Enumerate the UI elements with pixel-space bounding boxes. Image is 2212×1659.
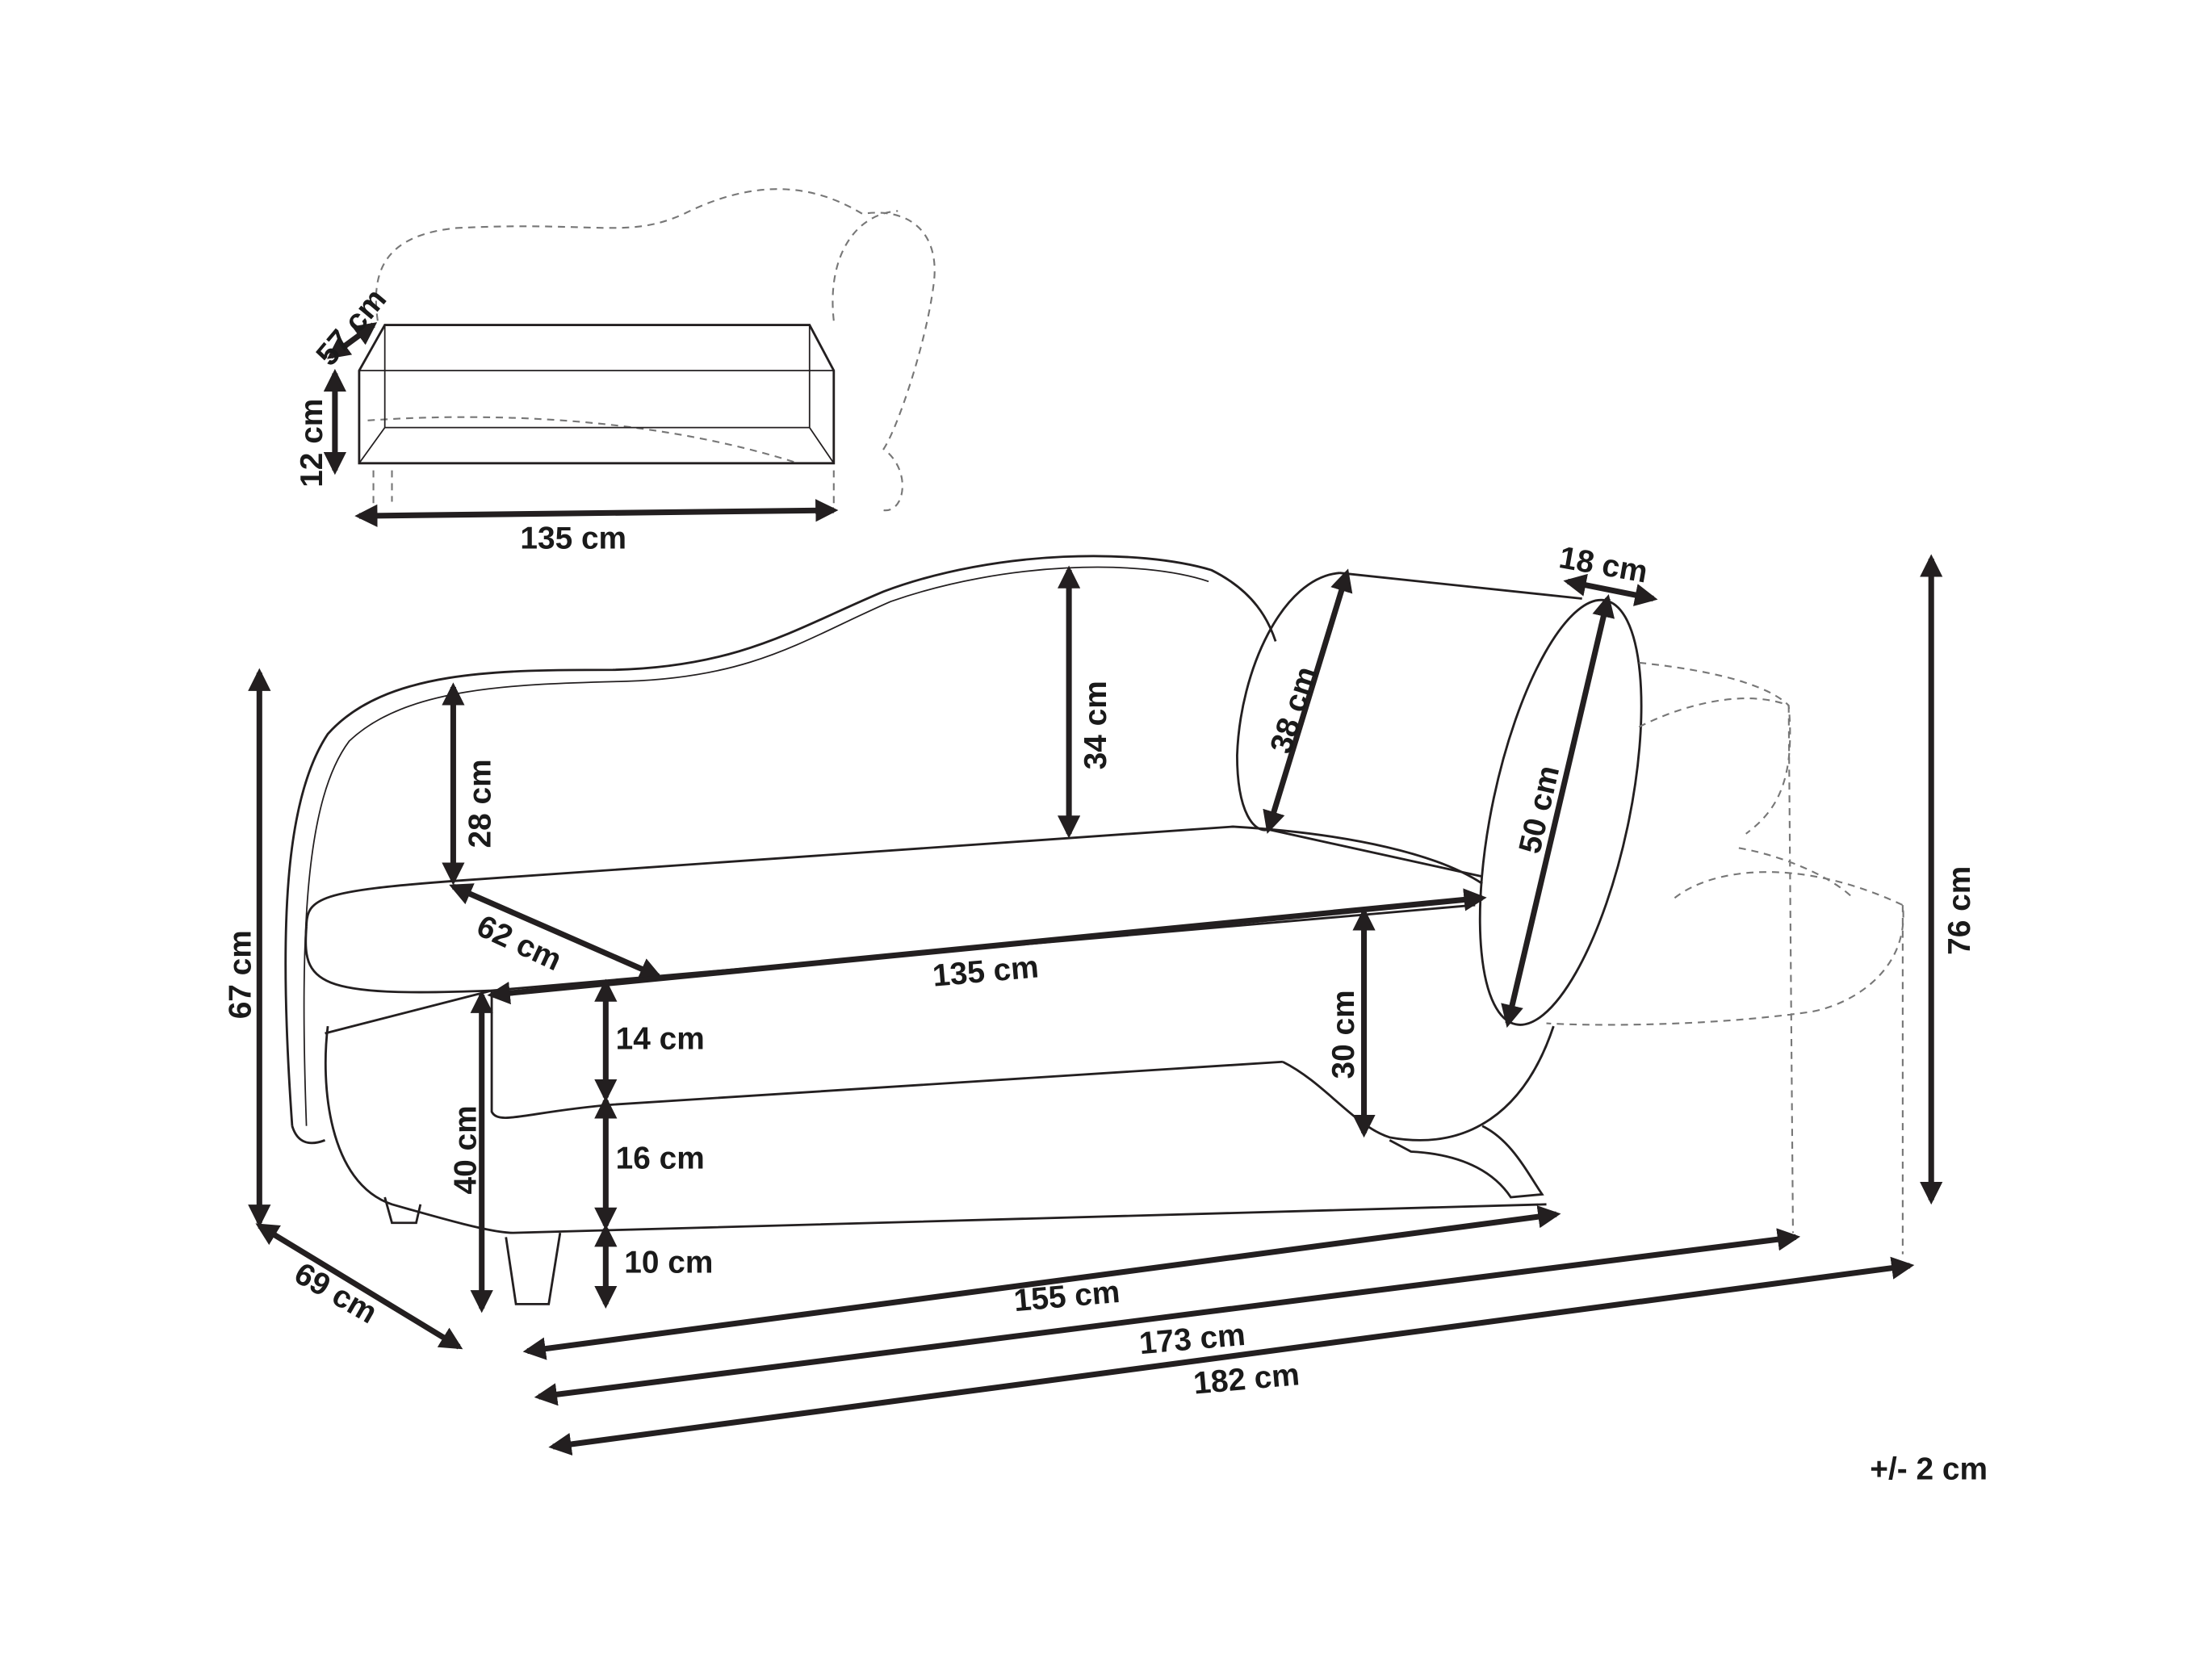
backrest-low-label: 28 cm — [463, 759, 497, 848]
length-182-label: 182 cm — [1192, 1357, 1301, 1401]
backrest-high-label: 34 cm — [1079, 681, 1113, 769]
base-height-label: 16 cm — [616, 1142, 705, 1176]
armrest-height-label: 30 cm — [1326, 990, 1361, 1079]
seat-depth-label: 62 cm — [471, 909, 567, 978]
length-155-label: 155 cm — [1012, 1275, 1121, 1318]
dimension-lines — [248, 554, 1943, 1456]
box-depth-label: 57 cm — [310, 282, 394, 372]
tolerance-label: +/- 2 cm — [1870, 1452, 1988, 1487]
box-width-label: 135 cm — [520, 522, 626, 556]
seat-height-label: 40 cm — [449, 1105, 484, 1194]
total-depth-label: 69 cm — [288, 1256, 383, 1330]
leg-height-label: 10 cm — [624, 1246, 713, 1280]
pillow-width-label: 38 cm — [1263, 662, 1324, 757]
cushion-height-label: 14 cm — [616, 1021, 705, 1056]
seat-width-label: 135 cm — [931, 949, 1040, 993]
sofa-drawing — [284, 555, 1904, 1305]
height-with-pillow-label: 76 cm — [1942, 866, 1977, 955]
total-height-label: 67 cm — [224, 930, 258, 1019]
box-height-label: 12 cm — [295, 399, 329, 488]
storage-inset: 57 cm 12 cm 135 cm — [295, 188, 936, 556]
